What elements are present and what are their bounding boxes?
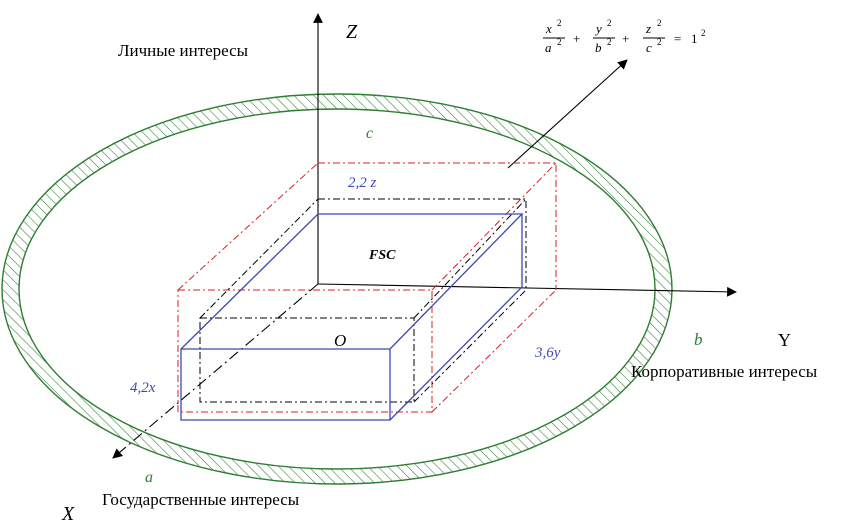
eq-c-denominator: c [646, 40, 652, 55]
ellipsoid-normal-arrow [507, 59, 628, 169]
eq-y-power: 2 [607, 18, 612, 28]
eq-x-numerator: x [545, 21, 552, 36]
x-axis-label: X [61, 503, 75, 525]
eq-one: 1 [691, 31, 698, 46]
eq-one-power: 2 [701, 28, 706, 38]
x-axis [112, 283, 319, 459]
corporate-interests-label: Корпоративные интересы [631, 362, 818, 381]
outer-box [177, 162, 557, 413]
eq-z-numerator: z [645, 21, 651, 36]
dimension-z-label: 2,2 z [348, 175, 377, 191]
eq-equals: = [674, 31, 681, 46]
z-axis-label: Z [346, 21, 358, 43]
eq-b-denominator: b [595, 40, 602, 55]
y-axis-label: Y [778, 330, 791, 350]
ellipsoid-equation: x 2 a 2 + y 2 b 2 + z 2 c 2 = 1 2 [543, 18, 706, 55]
eq-a-denominator: a [545, 40, 552, 55]
state-interests-label: Государственные интересы [102, 490, 300, 509]
semi-axis-c-label: c [366, 125, 373, 142]
fsc-box [180, 213, 524, 421]
origin-label: O [334, 331, 346, 350]
eq-b-power: 2 [607, 37, 612, 47]
eq-plus-2: + [622, 31, 629, 46]
eq-y-numerator: y [594, 21, 602, 36]
middle-box [199, 198, 527, 403]
semi-axis-b-label: b [694, 330, 703, 349]
eq-z-power: 2 [657, 18, 662, 28]
dimension-x-label: 4,2x [130, 380, 156, 396]
fsc-label: FSC [368, 248, 396, 263]
semi-axis-a-label: a [145, 469, 153, 486]
eq-x-power: 2 [557, 18, 562, 28]
eq-c-power: 2 [657, 37, 662, 47]
personal-interests-label: Личные интересы [118, 41, 249, 60]
eq-a-power: 2 [557, 37, 562, 47]
ellipsoid-ring [1, 93, 673, 485]
dimension-y-label: 3,6y [534, 345, 561, 361]
y-axis [317, 283, 737, 297]
eq-plus-1: + [573, 31, 580, 46]
